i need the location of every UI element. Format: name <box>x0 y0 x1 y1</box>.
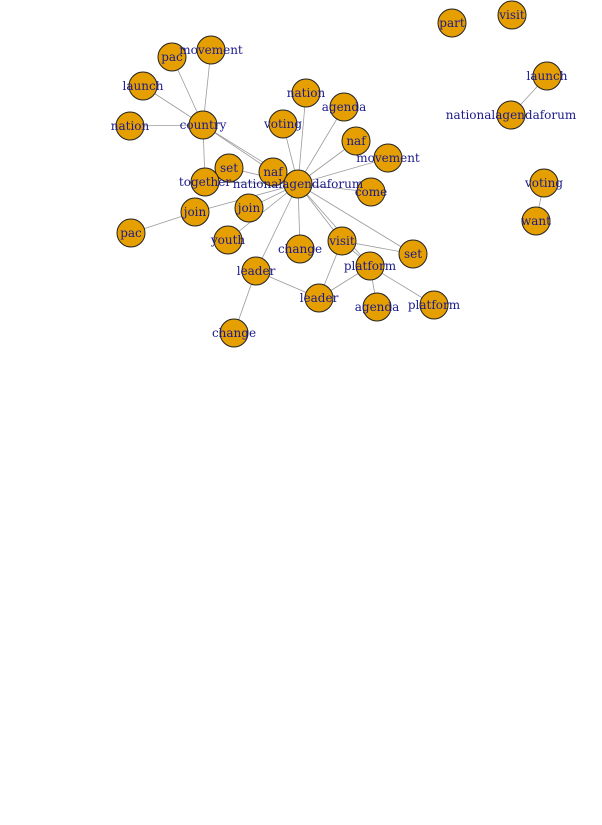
node-label-visit: visit <box>498 8 525 22</box>
node-label-launch: launch <box>123 79 164 93</box>
edge-n14-n23 <box>255 183 299 272</box>
node-naf <box>258 157 288 187</box>
node-nation <box>115 111 145 141</box>
node-label-leader: leader <box>300 291 339 305</box>
edge-n14-n10 <box>297 157 389 185</box>
node-label-platform: platform <box>344 259 397 273</box>
node-label-together: together <box>179 175 231 189</box>
node-change <box>219 318 249 348</box>
node-want <box>521 206 551 236</box>
node-label-nationalagendaforum: nationalagendaforum <box>233 177 364 191</box>
node-label-nationalagendaforum: nationalagendaforum <box>446 108 577 122</box>
node-label-nation: nation <box>287 86 326 100</box>
edge-n14-n7 <box>297 106 345 185</box>
node-label-platform: platform <box>408 298 461 312</box>
node-youth <box>213 225 243 255</box>
node-label-change: change <box>212 326 256 340</box>
node-label-pac: pac <box>161 50 183 64</box>
node-label-part: part <box>439 16 465 30</box>
node-naf <box>341 126 371 156</box>
node-launch <box>128 71 158 101</box>
edge-n14-n19 <box>227 183 299 241</box>
node-country <box>188 110 218 140</box>
node-movement <box>196 35 226 65</box>
node-label-leader: leader <box>237 264 276 278</box>
node-visit <box>327 226 357 256</box>
node-label-set: set <box>220 161 238 175</box>
edge-n14-n6 <box>297 92 307 185</box>
node-label-naf: naf <box>263 165 284 179</box>
node-nation <box>291 78 321 108</box>
edge-layer <box>129 49 548 334</box>
node-leader <box>304 283 334 313</box>
node-label-voting: voting <box>524 176 563 190</box>
node-together <box>190 167 220 197</box>
node-label-visit: visit <box>328 234 355 248</box>
node-set <box>214 153 244 183</box>
node-launch <box>532 61 562 91</box>
node-label-movement: movement <box>356 151 420 165</box>
node-pac <box>157 42 187 72</box>
node-label-nation: nation <box>111 119 150 133</box>
node-label-movement: movement <box>179 43 243 57</box>
node-nationalagendaforum <box>496 100 526 130</box>
node-agenda <box>362 292 392 322</box>
node-label-pac: pac <box>120 226 142 240</box>
edge-n14-n13 <box>204 181 299 185</box>
node-nationalagendaforum <box>283 169 313 199</box>
node-platform <box>419 290 449 320</box>
edge-n14-n24 <box>297 183 371 267</box>
node-label-want: want <box>521 214 551 228</box>
node-label-change: change <box>278 242 322 256</box>
node-change <box>285 234 315 264</box>
node-join <box>180 197 210 227</box>
node-come <box>356 177 386 207</box>
node-label-set: set <box>404 247 422 261</box>
node-label-agenda: agenda <box>355 300 400 314</box>
node-visit <box>497 0 527 30</box>
node-part <box>437 8 467 38</box>
node-voting <box>529 168 559 198</box>
node-label-launch: launch <box>527 69 568 83</box>
node-set <box>398 239 428 269</box>
edge-n14-n22 <box>297 183 414 255</box>
node-label-voting: voting <box>263 117 302 131</box>
node-movement <box>373 143 403 173</box>
node-label-naf: naf <box>346 134 367 148</box>
node-label-join: join <box>182 205 207 219</box>
node-agenda <box>329 92 359 122</box>
node-voting <box>268 109 298 139</box>
node-platform <box>355 251 385 281</box>
node-label-join: join <box>236 201 261 215</box>
node-label-country: country <box>180 118 227 132</box>
node-label-come: come <box>355 185 387 199</box>
node-join <box>234 193 264 223</box>
node-leader <box>241 256 271 286</box>
node-label-agenda: agenda <box>322 100 367 114</box>
node-layer <box>115 0 562 348</box>
node-label-youth: youth <box>210 233 246 247</box>
node-pac <box>116 218 146 248</box>
